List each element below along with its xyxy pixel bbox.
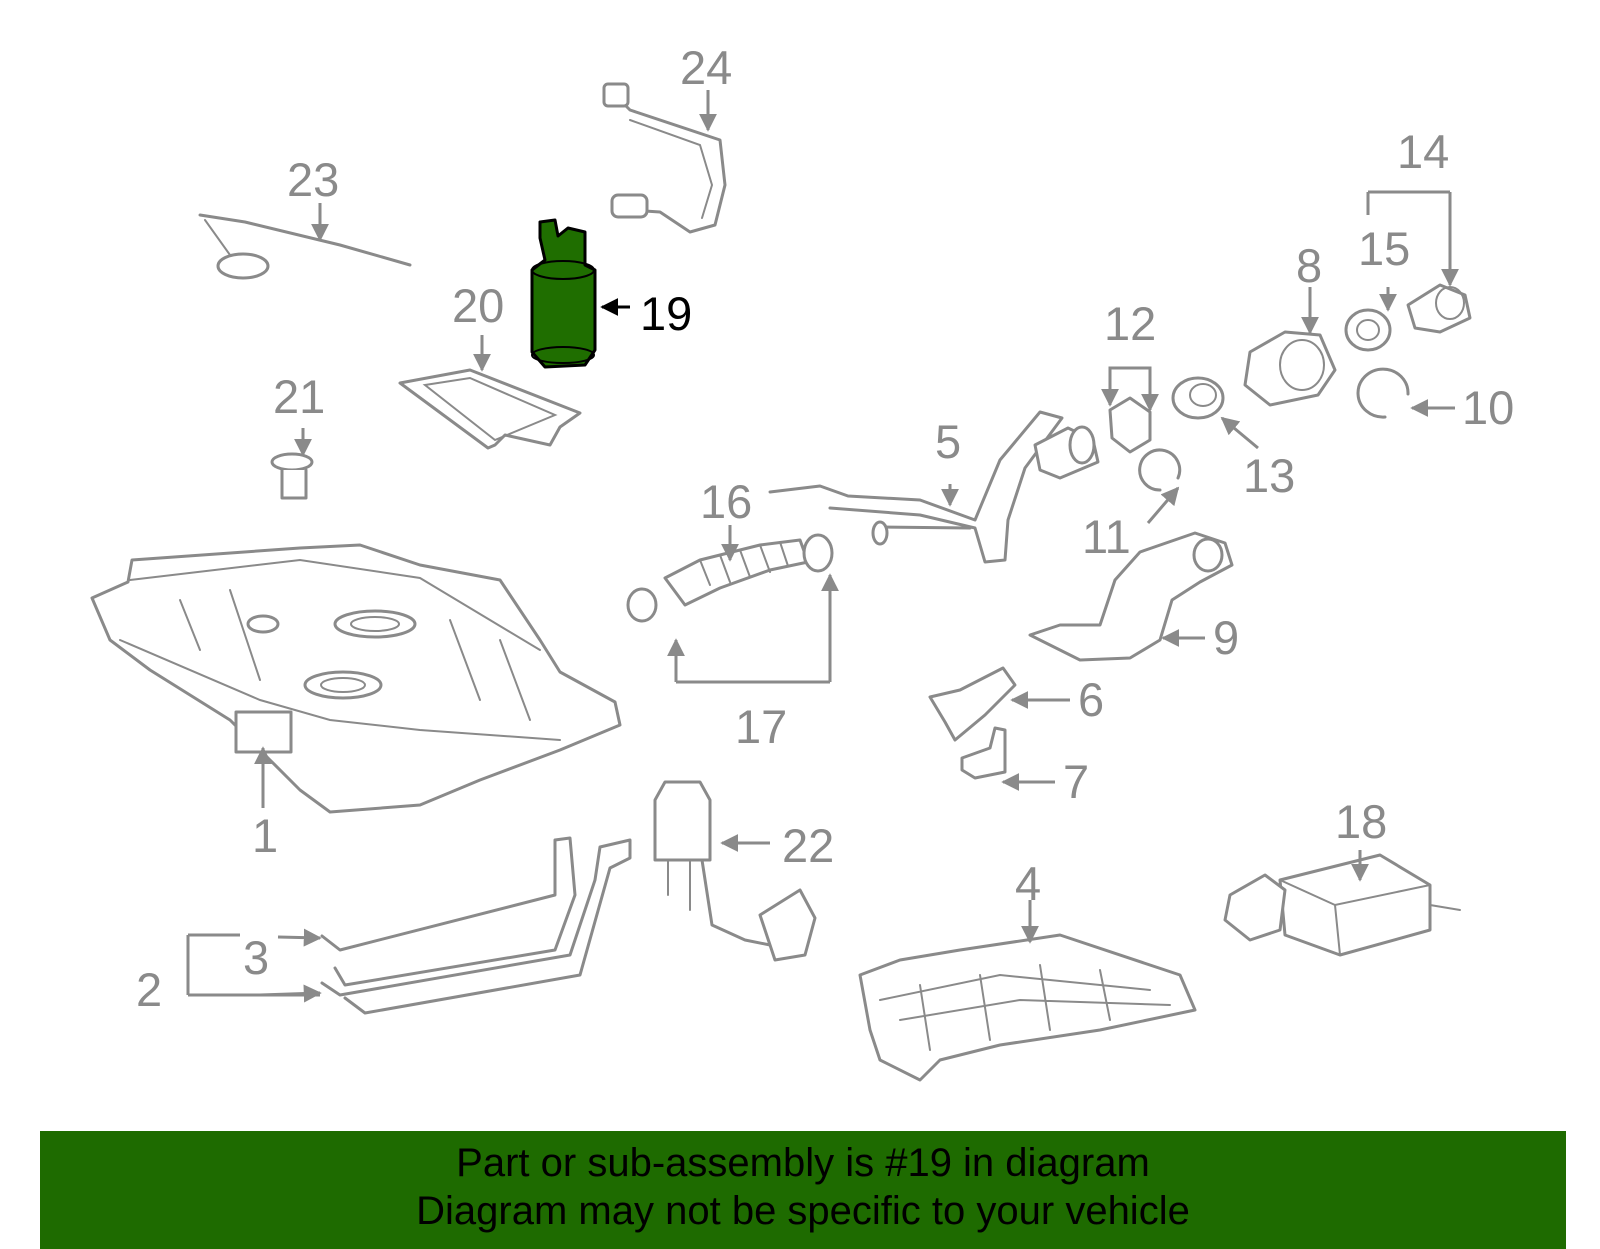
callout-3: 3 — [243, 931, 269, 984]
clip-10-part — [1356, 367, 1410, 419]
banner-line-2: Diagram may not be specific to your vehi… — [416, 1189, 1190, 1233]
grommet-12-part — [1108, 396, 1152, 454]
callout-19: 19 — [640, 287, 692, 340]
banner-line-1: Part or sub-assembly is #19 in diagram — [456, 1141, 1150, 1185]
callout-15: 15 — [1358, 222, 1410, 275]
fuel-cap-part — [1406, 283, 1472, 334]
filter-part — [398, 368, 582, 450]
callout-10: 10 — [1462, 381, 1514, 434]
tank-straps-part — [320, 836, 632, 1015]
callout-7: 7 — [1063, 755, 1089, 808]
callout-labels: 1 2 3 4 5 6 7 8 9 10 11 12 13 14 15 16 1… — [136, 41, 1514, 1016]
leader-lines — [186, 90, 1459, 1003]
fuel-pump-highlighted-part — [530, 218, 597, 369]
heat-insulator-part — [858, 933, 1197, 1082]
hose-24-part — [602, 82, 727, 234]
callout-23: 23 — [287, 153, 339, 206]
callout-11: 11 — [1082, 510, 1131, 563]
fuel-tank-part — [90, 543, 622, 814]
charcoal-canister-part — [1223, 853, 1461, 957]
cap-gasket-part — [1344, 308, 1392, 352]
filler-hose-part — [626, 533, 834, 623]
callout-6: 6 — [1078, 673, 1104, 726]
callout-13: 13 — [1243, 449, 1295, 502]
info-banner: Part or sub-assembly is #19 in diagram D… — [40, 1131, 1566, 1249]
vent-tube-23-part — [198, 213, 412, 280]
callout-17: 17 — [735, 700, 787, 753]
callout-21: 21 — [273, 370, 325, 423]
callout-18: 18 — [1335, 795, 1387, 848]
filler-housing-part — [1243, 330, 1337, 407]
callout-5: 5 — [935, 415, 961, 468]
callout-24: 24 — [680, 41, 732, 94]
callout-8: 8 — [1296, 239, 1322, 292]
callout-1: 1 — [252, 809, 278, 862]
callout-22: 22 — [782, 819, 834, 872]
seal-13-part — [1171, 376, 1225, 420]
callout-14: 14 — [1397, 125, 1449, 178]
callout-16: 16 — [700, 475, 752, 528]
bracket-6-part — [928, 666, 1017, 742]
filler-pipe-part — [768, 410, 1100, 564]
bracket-7-part — [960, 726, 1007, 780]
clip-11-part — [1138, 448, 1182, 492]
callout-4: 4 — [1015, 857, 1041, 910]
regulator-part — [270, 452, 314, 500]
filler-bracket-part — [1028, 531, 1234, 662]
sender-unit-part — [653, 780, 817, 962]
callout-9: 9 — [1213, 611, 1239, 664]
callout-12: 12 — [1104, 297, 1156, 350]
callout-2: 2 — [136, 963, 162, 1016]
callout-20: 20 — [452, 279, 504, 332]
